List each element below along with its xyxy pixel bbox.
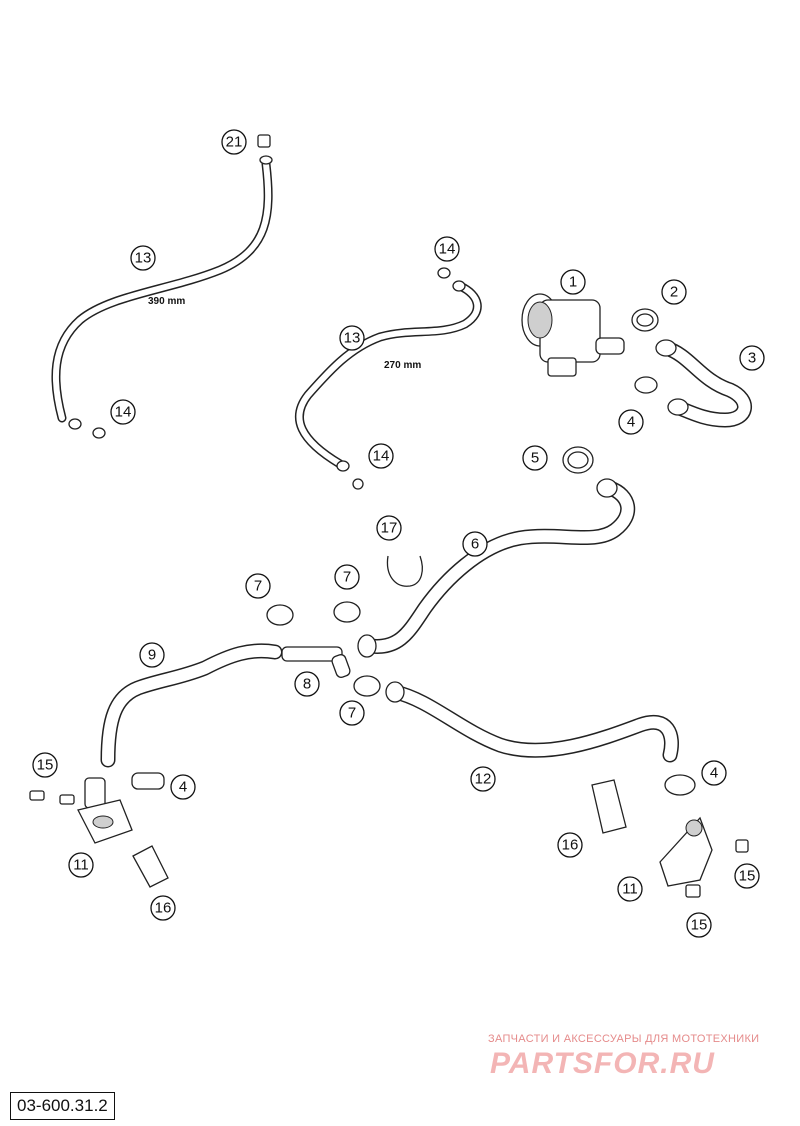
clamp-4-top xyxy=(634,376,658,394)
svg-text:13: 13 xyxy=(344,330,361,347)
clamp-4-right xyxy=(664,774,696,796)
diagram-reference-code: 03-600.31.2 xyxy=(10,1092,115,1120)
callout-21: 21 xyxy=(221,129,247,155)
svg-text:15: 15 xyxy=(37,757,54,774)
callout-8: 8 xyxy=(294,671,320,697)
svg-text:8: 8 xyxy=(303,676,311,693)
watermark-logo: PARTSFOR.RU xyxy=(490,1047,715,1080)
reed-housing-11-right xyxy=(659,816,713,887)
bolts-15-right xyxy=(685,839,749,898)
callout-7-b: 7 xyxy=(334,564,360,590)
callout-2: 2 xyxy=(661,279,687,305)
svg-text:9: 9 xyxy=(148,647,156,664)
dimension-label-390: 390 mm xyxy=(148,296,185,307)
tube-270mm xyxy=(295,280,482,472)
clamp-4-left xyxy=(131,772,165,790)
callout-16-b: 16 xyxy=(557,832,583,858)
svg-text:17: 17 xyxy=(381,520,398,537)
clamp-14-a xyxy=(92,427,106,439)
callout-3: 3 xyxy=(739,345,765,371)
callout-14-c: 14 xyxy=(368,443,394,469)
callout-16-a: 16 xyxy=(150,895,176,921)
svg-text:14: 14 xyxy=(373,448,390,465)
reed-housing-11-left xyxy=(77,777,133,844)
callout-15-c: 15 xyxy=(686,912,712,938)
svg-text:14: 14 xyxy=(439,241,456,258)
reed-cover-16-left xyxy=(132,845,169,888)
svg-text:7: 7 xyxy=(254,578,262,595)
svg-text:16: 16 xyxy=(155,900,172,917)
hose-6 xyxy=(357,478,636,658)
svg-text:7: 7 xyxy=(343,569,351,586)
svg-text:4: 4 xyxy=(710,765,718,782)
clamp-21 xyxy=(257,134,271,148)
callout-4-a: 4 xyxy=(618,409,644,435)
clamp-7-mid xyxy=(333,601,361,623)
svg-text:13: 13 xyxy=(135,250,152,267)
svg-text:1: 1 xyxy=(569,274,577,291)
clamp-14-b xyxy=(437,267,451,279)
svg-text:21: 21 xyxy=(226,134,243,151)
callout-17: 17 xyxy=(376,515,402,541)
callout-14-a: 14 xyxy=(110,399,136,425)
svg-text:4: 4 xyxy=(627,414,635,431)
clamp-17 xyxy=(386,555,423,587)
bolts-15-left xyxy=(29,790,75,805)
watermark-tagline: ЗАПЧАСТИ И АКСЕССУАРЫ ДЛЯ МОТОТЕХНИКИ xyxy=(488,1033,760,1045)
callout-15-a: 15 xyxy=(32,752,58,778)
svg-text:5: 5 xyxy=(531,450,539,467)
callout-14-b: 14 xyxy=(434,236,460,262)
callout-15-b: 15 xyxy=(734,863,760,889)
callout-11-b: 11 xyxy=(617,876,643,902)
svg-text:11: 11 xyxy=(73,857,89,874)
callout-9: 9 xyxy=(139,642,165,668)
svg-text:14: 14 xyxy=(115,404,132,421)
callout-11-a: 11 xyxy=(68,852,94,878)
callout-7-a: 7 xyxy=(245,573,271,599)
callout-13-a: 13 xyxy=(130,245,156,271)
callout-13-b: 13 xyxy=(339,325,365,351)
tube-390mm xyxy=(51,155,273,430)
clamp-5 xyxy=(562,446,594,474)
hose-12 xyxy=(385,681,679,763)
clamp-2 xyxy=(631,308,659,332)
svg-text:11: 11 xyxy=(622,881,638,898)
callout-1: 1 xyxy=(560,269,586,295)
callout-7-c: 7 xyxy=(339,700,365,726)
clamp-7-left xyxy=(266,604,294,626)
valve-body-1 xyxy=(521,293,625,377)
clamp-14-c xyxy=(352,478,364,490)
svg-text:7: 7 xyxy=(348,705,356,722)
callout-12: 12 xyxy=(470,766,496,792)
svg-text:6: 6 xyxy=(471,536,479,553)
svg-text:12: 12 xyxy=(475,771,492,788)
connector-8 xyxy=(281,646,351,678)
callout-6: 6 xyxy=(462,531,488,557)
reed-cover-16-right xyxy=(591,779,627,834)
svg-text:2: 2 xyxy=(670,284,678,301)
svg-text:3: 3 xyxy=(748,350,756,367)
svg-text:4: 4 xyxy=(179,779,187,796)
svg-text:15: 15 xyxy=(739,868,756,885)
callout-5: 5 xyxy=(522,445,548,471)
clamp-7-bottom xyxy=(353,675,381,697)
svg-text:16: 16 xyxy=(562,837,579,854)
callout-4-c: 4 xyxy=(701,760,727,786)
hose-9 xyxy=(100,643,283,768)
svg-text:15: 15 xyxy=(691,917,708,934)
hose-3 xyxy=(655,339,752,428)
callout-4-b: 4 xyxy=(170,774,196,800)
dimension-label-270: 270 mm xyxy=(384,360,421,371)
